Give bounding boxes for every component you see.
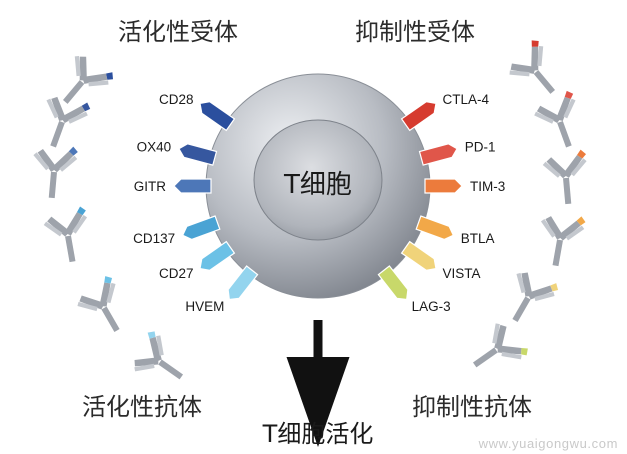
antibody-chain bbox=[158, 360, 183, 380]
antibody-icon bbox=[534, 210, 587, 270]
receptor-shape-ox40 bbox=[179, 144, 217, 165]
inhibitory-antibody-group bbox=[462, 37, 590, 383]
receptor-shape-pd1 bbox=[420, 144, 458, 165]
receptor-shape-cd28 bbox=[200, 102, 234, 131]
receptor-shape-btla bbox=[416, 216, 453, 239]
receptor-shape-cd137 bbox=[183, 216, 220, 239]
receptor-btla: BTLA bbox=[416, 216, 494, 246]
antibody-chain bbox=[50, 121, 65, 147]
t-cell-label: T细胞 bbox=[283, 170, 352, 200]
receptor-vista: VISTA bbox=[402, 242, 481, 282]
receptor-cd27: CD27 bbox=[159, 242, 234, 282]
antibody-chain bbox=[101, 307, 119, 333]
receptor-tim3: TIM-3 bbox=[425, 179, 505, 194]
antibody-chain bbox=[553, 239, 563, 266]
antibody-chain bbox=[473, 348, 498, 368]
receptor-pd1: PD-1 bbox=[420, 140, 496, 165]
title-inhibitory-receptors: 抑制性受体 bbox=[355, 18, 475, 46]
title-activating-antibodies: 活化性抗体 bbox=[82, 393, 202, 421]
t-cell: T细胞 bbox=[206, 74, 430, 298]
receptor-shape-tim3 bbox=[425, 179, 462, 193]
antibody-chain bbox=[63, 80, 84, 104]
receptor-label-cd137: CD137 bbox=[133, 231, 175, 246]
receptor-label-cd27: CD27 bbox=[159, 266, 194, 281]
receptor-label-ox40: OX40 bbox=[137, 140, 172, 155]
watermark-text: www.yuaigongwu.com bbox=[478, 436, 618, 451]
title-inhibitory-antibodies: 抑制性抗体 bbox=[412, 393, 532, 421]
antibody-chain bbox=[49, 172, 57, 198]
antibody-icon bbox=[71, 274, 136, 342]
outcome-label: T细胞活化 bbox=[262, 420, 374, 448]
receptor-label-hvem: HVEM bbox=[185, 299, 224, 314]
receptor-label-tim3: TIM-3 bbox=[470, 179, 505, 194]
antibody-icon bbox=[502, 37, 570, 106]
antibody-icon bbox=[30, 143, 78, 200]
receptor-lag3: LAG-3 bbox=[378, 266, 450, 314]
receptor-ox40: OX40 bbox=[137, 140, 217, 165]
receptor-shape-ctla4 bbox=[402, 102, 436, 131]
receptor-label-gitr: GITR bbox=[134, 179, 166, 194]
receptor-ctla4: CTLA-4 bbox=[402, 92, 490, 131]
receptor-label-pd1: PD-1 bbox=[465, 140, 496, 155]
antibody-icon bbox=[32, 89, 91, 154]
receptor-cd137: CD137 bbox=[133, 216, 220, 246]
receptor-shape-hvem bbox=[228, 266, 258, 300]
antibody-icon bbox=[496, 264, 561, 332]
antibody-chain bbox=[557, 121, 572, 147]
receptor-label-cd28: CD28 bbox=[159, 92, 194, 107]
antibody-chain bbox=[512, 297, 530, 323]
receptor-label-ctla4: CTLA-4 bbox=[443, 92, 490, 107]
antibody-chain bbox=[534, 70, 555, 94]
receptor-label-lag3: LAG-3 bbox=[412, 299, 451, 314]
receptor-shape-lag3 bbox=[378, 266, 408, 300]
title-activating-receptors: 活化性受体 bbox=[118, 18, 238, 46]
antibody-icon bbox=[125, 328, 194, 394]
antibody-icon bbox=[462, 316, 531, 382]
receptor-shape-vista bbox=[402, 242, 436, 271]
antibody-chain bbox=[563, 178, 571, 204]
antibody-icon bbox=[542, 149, 590, 206]
receptor-label-vista: VISTA bbox=[443, 266, 481, 281]
receptor-gitr: GITR bbox=[134, 179, 211, 194]
antibody-icon bbox=[530, 89, 589, 154]
receptor-shape-gitr bbox=[174, 179, 211, 193]
receptor-cd28: CD28 bbox=[159, 92, 234, 131]
receptor-label-btla: BTLA bbox=[461, 231, 495, 246]
antibody-chain bbox=[65, 235, 75, 262]
receptor-shape-cd27 bbox=[200, 242, 234, 271]
receptor-hvem: HVEM bbox=[185, 266, 257, 314]
antibody-icon bbox=[42, 206, 95, 266]
